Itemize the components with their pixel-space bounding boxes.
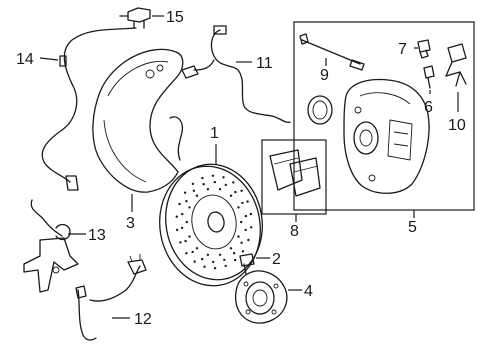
rotor-drill-hole: [244, 214, 248, 218]
rotor-drill-hole: [183, 191, 187, 194]
rotor-drill-hole: [184, 239, 187, 243]
part-8-brake-pads: [269, 149, 321, 197]
rotor-drill-hole: [191, 250, 194, 254]
part-2-bolt: [239, 253, 255, 275]
rotor-drill-hole: [181, 212, 184, 216]
rotor-drill-hole: [212, 260, 215, 264]
rotor-drill-hole: [185, 200, 188, 203]
part-11-wear-sensor-wire: [181, 25, 291, 124]
callout-3: 3: [126, 215, 135, 232]
callout-1: 1: [210, 125, 219, 142]
callout-8: 8: [290, 223, 299, 240]
rotor-drill-hole: [211, 174, 215, 177]
leader-14: [39, 57, 59, 61]
rotor-drill-hole: [250, 226, 253, 229]
rotor-drill-hole: [213, 180, 216, 184]
part-14-wear-sensor-wire: [41, 27, 137, 191]
part-caliper-body: [343, 78, 430, 194]
rotor-drill-hole: [192, 189, 196, 192]
rotor-drill-holes: [175, 174, 253, 270]
callout-15: 15: [166, 9, 184, 26]
rotor-drill-hole: [201, 257, 204, 261]
rotor-drill-hole: [185, 252, 188, 255]
callout-13: 13: [88, 227, 106, 244]
rotor-drill-hole: [241, 201, 244, 205]
rotor-drill-hole: [249, 212, 253, 216]
part-3-dust-shield: [92, 48, 184, 193]
part-10-spring-clip: [445, 43, 467, 87]
rotor-drill-hole: [188, 235, 191, 238]
part-15-connector: [119, 7, 151, 29]
rotor-drill-hole: [193, 260, 196, 263]
rotor-drill-hole: [237, 206, 240, 209]
callout-11: 11: [256, 55, 273, 72]
rotor-drill-hole: [206, 253, 210, 256]
part-7-bleeder-cap: [417, 39, 431, 59]
rotor-drill-hole: [175, 215, 178, 218]
callout-6: 6: [424, 99, 433, 116]
rotor-drill-hole: [203, 265, 206, 268]
part-6-bleeder-screw: [423, 65, 435, 89]
rotor-drill-hole: [229, 194, 233, 197]
box-caliper-kit: [293, 21, 475, 211]
rotor-drill-hole: [218, 253, 222, 256]
part-4-hub-bearing: [234, 270, 288, 324]
callout-9: 9: [320, 67, 329, 84]
rotor-drill-hole: [229, 247, 233, 250]
rotor-drill-hole: [179, 241, 182, 244]
callout-4: 4: [304, 283, 313, 300]
rotor-drill-hole: [240, 220, 243, 224]
part-9-guide-pin: [299, 33, 365, 71]
rotor-drill-hole: [241, 250, 245, 253]
callout-2: 2: [272, 251, 281, 268]
part-1-brake-rotor: [159, 163, 263, 287]
callout-5: 5: [408, 219, 417, 236]
rotor-drill-hole: [234, 190, 237, 194]
rotor-drill-hole: [178, 202, 181, 206]
rotor-drill-hole: [232, 252, 236, 255]
rotor-drill-hole: [224, 264, 227, 268]
rotor-drill-hole: [195, 194, 199, 197]
rotor-drill-hole: [188, 206, 191, 209]
rotor-drill-hole: [191, 182, 195, 186]
part-12-brake-hose: [75, 254, 147, 341]
rotor-drill-hole: [180, 226, 184, 230]
callout-7: 7: [398, 41, 407, 58]
rotor-drill-hole: [237, 235, 240, 238]
part-13-bracket: [23, 199, 79, 293]
rotor-drill-hole: [213, 267, 217, 270]
rotor-drill-hole: [223, 258, 226, 261]
rotor-drill-hole: [175, 228, 179, 232]
rotor-drill-hole: [201, 176, 204, 180]
rotor-drill-hole: [240, 241, 243, 244]
rotor-drill-hole: [224, 183, 227, 187]
rotor-drill-hole: [247, 238, 250, 242]
callout-10: 10: [448, 117, 466, 134]
rotor-drill-hole: [195, 247, 199, 250]
rotor-drill-hole: [222, 176, 225, 179]
rotor-drill-hole: [244, 228, 247, 232]
rotor-drill-hole: [246, 200, 249, 203]
rotor-drill-hole: [218, 188, 222, 191]
rotor-drill-hole: [185, 220, 188, 224]
callout-14: 14: [16, 51, 34, 68]
rotor-drill-hole: [240, 189, 243, 192]
rotor-drill-hole: [232, 181, 235, 184]
rotor-drill-hole: [233, 258, 237, 262]
callout-12: 12: [134, 311, 152, 328]
rotor-drill-hole: [202, 183, 205, 186]
rotor-drill-hole: [206, 188, 210, 191]
piston-seal-ring: [307, 95, 333, 125]
